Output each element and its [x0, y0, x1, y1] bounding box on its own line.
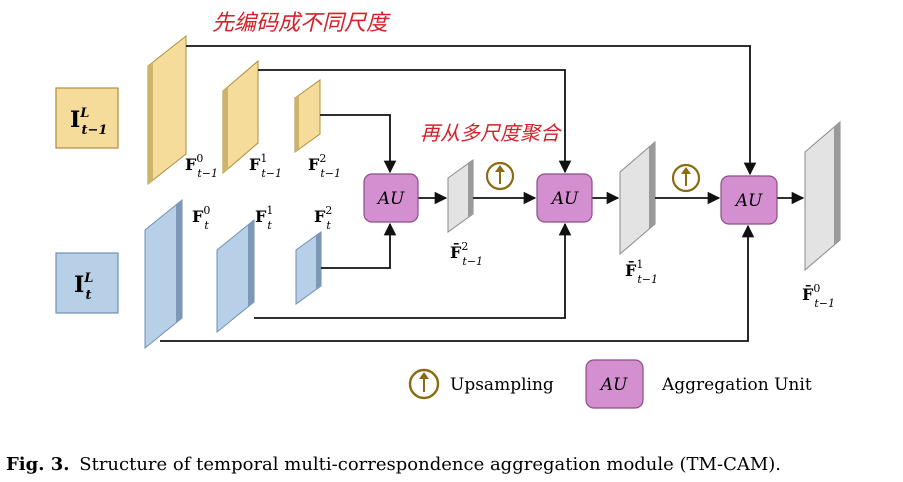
upsampling-icon — [671, 163, 701, 193]
input-curr-sub: t — [85, 288, 91, 303]
aggregated-0 — [804, 120, 841, 272]
feature-curr-2 — [295, 231, 322, 305]
input-curr-sup: L — [83, 271, 93, 286]
feature-prev-1 — [222, 59, 259, 175]
caption-text: Structure of temporal multi-corresponden… — [79, 454, 781, 475]
legend-au-box-label: AU — [599, 375, 628, 395]
input-prev-sup: L — [79, 106, 89, 121]
legend-upsampling-icon — [408, 368, 440, 400]
legend-au-box — [585, 359, 644, 409]
input-curr-main: I — [74, 272, 84, 298]
aggregated-2 — [447, 159, 474, 233]
handwritten-note-middle: 再从多尺度聚合 — [420, 121, 562, 145]
input-prev-main: I — [70, 107, 80, 133]
legend-upsampling-label: Upsampling — [450, 375, 554, 395]
aggregation-unit-2: AU — [536, 173, 593, 223]
svg-text:ILt−1: ILt−1 — [70, 106, 107, 138]
aggregation-unit-2-label: AU — [550, 189, 579, 209]
caption-prefix: Fig. 3. — [6, 454, 70, 475]
upsampling-icon — [485, 161, 515, 191]
feature-prev-0 — [147, 34, 187, 186]
figure-caption: Fig. 3. Structure of temporal multi-corr… — [6, 454, 781, 475]
aggregation-unit-3: AU — [720, 175, 778, 225]
feature-prev-2 — [294, 79, 321, 153]
legend-aggregation-label: Aggregation Unit — [661, 375, 812, 395]
feature-curr-0 — [144, 198, 183, 350]
handwritten-note-top: 先编码成不同尺度 — [212, 11, 391, 36]
aggregation-unit-3-label: AU — [734, 191, 763, 211]
feature-curr-1 — [216, 218, 255, 334]
aggregation-unit-1-label: AU — [376, 189, 405, 209]
connections — [160, 45, 805, 342]
aggregation-unit-1: AU — [363, 173, 419, 223]
aggregated-1 — [619, 140, 656, 256]
svg-text:ILt: ILt — [74, 271, 93, 303]
legend: Upsampling AU Aggregation Unit — [408, 359, 812, 409]
input-prev-sub: t−1 — [81, 123, 107, 138]
